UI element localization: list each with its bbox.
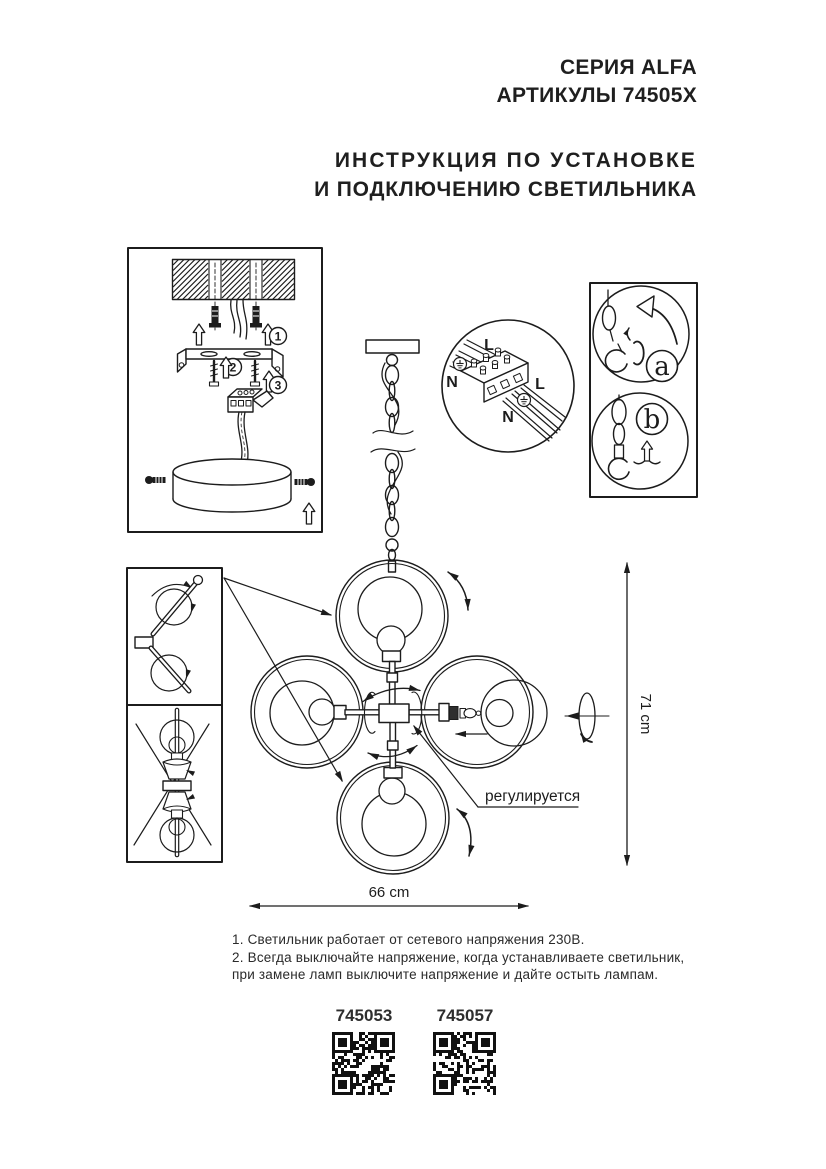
- globe-bottom: [336, 721, 450, 875]
- title-line1: ИНСТРУКЦИЯ ПО УСТАНОВКЕ: [334, 149, 697, 172]
- side-screw-right-icon: [294, 477, 316, 487]
- note-2-cont: при замене ламп выключите напряжение и д…: [232, 967, 659, 982]
- open-link-icon: [633, 340, 645, 366]
- globe-left: [250, 655, 381, 769]
- live-label-top: L: [484, 337, 494, 354]
- width-value: 66 cm: [369, 884, 410, 901]
- neutral-label-out: N: [502, 409, 514, 426]
- wall-anchor-right-icon: [250, 306, 262, 328]
- title-line2: И ПОДКЛЮЧЕНИЮ СВЕТИЛЬНИКА: [314, 178, 697, 201]
- adjustable-label: регулируется: [485, 788, 580, 805]
- cord-wrap: [386, 451, 403, 515]
- rotation-arrow-bottom: [455, 806, 475, 857]
- wiring-detail-circle: L N L N: [441, 319, 575, 453]
- neutral-label-top: N: [446, 374, 458, 391]
- callout-b-label: b: [644, 405, 661, 435]
- ceiling-install-box: 1 2: [127, 247, 323, 533]
- step-3-number: 3: [275, 379, 282, 393]
- up-arrow-icon: [192, 323, 206, 346]
- ground-icon: [452, 356, 468, 372]
- live-label-out: L: [535, 376, 545, 393]
- break-symbol: [372, 429, 414, 435]
- break-symbol: [370, 448, 416, 453]
- step-3-circle: [268, 375, 288, 395]
- up-arrow-icon: [302, 502, 316, 525]
- ceiling-hatch: [172, 259, 295, 300]
- series-name: СЕРИЯ ALFA: [559, 56, 697, 79]
- callout-a-circle: a: [592, 285, 690, 383]
- wall-anchor-left-icon: [209, 306, 221, 328]
- rotation-arrow-top: [446, 569, 472, 611]
- adjustable-callout: регулируется: [410, 723, 580, 808]
- qr-code-left-icon: [332, 1032, 395, 1095]
- safety-notes: 1. Светильник работает от сетевого напря…: [232, 931, 684, 984]
- qr-block-right: 745057: [433, 1006, 497, 1095]
- central-hub: [361, 684, 423, 760]
- note-2: 2. Всегда выключайте напряжение, когда у…: [232, 949, 685, 965]
- terminal-block-detail: [460, 347, 529, 403]
- detail-leaders: [223, 577, 346, 784]
- callout-a-label: a: [654, 352, 670, 382]
- insert-arrow: [455, 730, 488, 738]
- dimension-height: 71 cm: [623, 562, 654, 866]
- qr-block-left: 745053: [332, 1006, 396, 1095]
- terminal-block-small: [227, 388, 274, 413]
- screw-right-icon: [249, 359, 261, 387]
- note-1: 1. Светильник работает от сетевого напря…: [232, 932, 585, 947]
- cord-wrap: [381, 362, 400, 426]
- step-2-number: 2: [230, 361, 237, 375]
- header: СЕРИЯ ALFA АРТИКУЛЫ 74505X ИНСТРУКЦИЯ ПО…: [314, 54, 697, 204]
- globe-top: [335, 559, 449, 706]
- ceiling-canopy: [172, 458, 292, 513]
- page-title: ИНСТРУКЦИЯ ПО УСТАНОВКЕ И ПОДКЛЮЧЕНИЮ СВ…: [314, 146, 697, 204]
- canopy-cable: [237, 411, 249, 464]
- step-1-number: 1: [275, 330, 282, 344]
- articles: АРТИКУЛЫ 74505X: [496, 84, 697, 107]
- ground-icon: [516, 392, 532, 408]
- mains-wires: [230, 299, 248, 340]
- step-1-circle: [268, 326, 288, 346]
- spin-axis-indicator: [564, 692, 610, 743]
- dimension-width: 66 cm: [249, 884, 529, 910]
- article-code-left: 745053: [335, 1006, 393, 1025]
- height-value: 71 cm: [637, 694, 654, 735]
- mounting-bracket: [176, 348, 284, 378]
- chandelier-body: [250, 559, 610, 875]
- series-block: СЕРИЯ ALFA АРТИКУЛЫ 74505X: [314, 54, 697, 110]
- globe-right-detached: [408, 655, 548, 769]
- arm-adjust-box: [126, 567, 223, 706]
- chain-adjust-box: a b: [589, 282, 698, 498]
- qr-code-right-icon: [433, 1032, 496, 1095]
- side-screw-left-icon: [144, 475, 166, 485]
- screw-left-icon: [208, 359, 220, 387]
- article-code-right: 745057: [436, 1006, 494, 1025]
- arm-wrong-box: [126, 704, 223, 863]
- chain-suspension: [365, 339, 420, 573]
- callout-b-circle: b: [591, 392, 689, 490]
